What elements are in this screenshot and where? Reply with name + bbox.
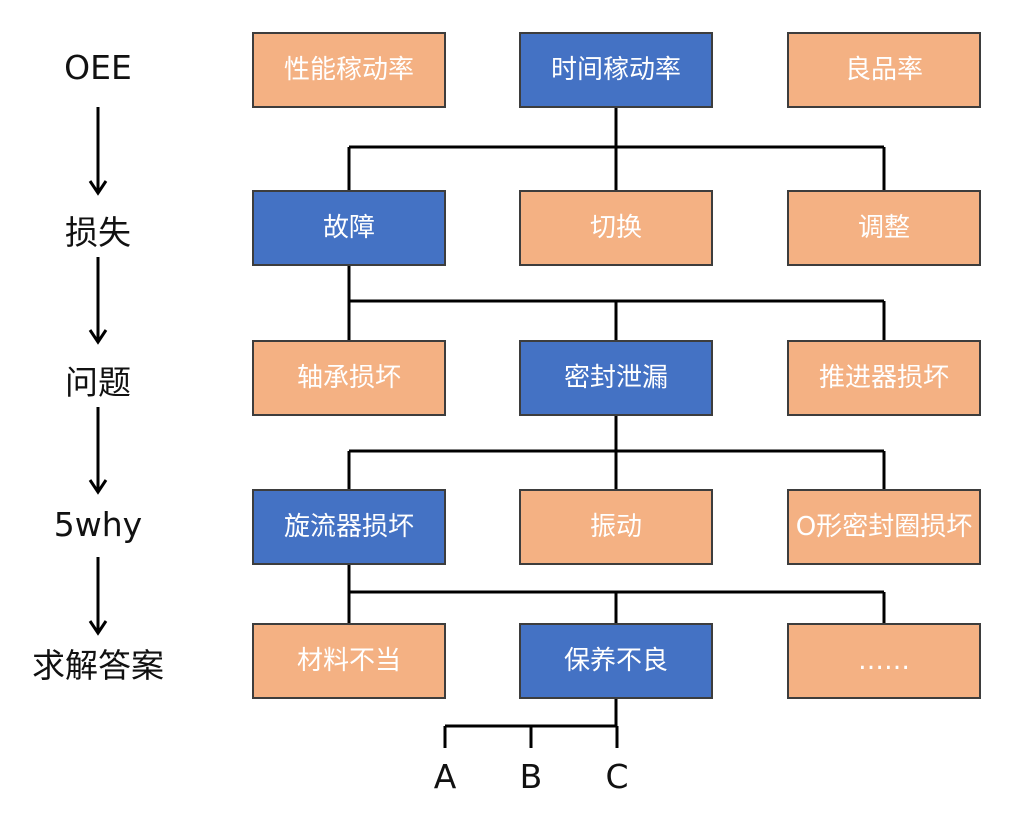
box-quality-rate: 良品率 <box>787 32 981 108</box>
level-arrow-0-head <box>88 180 108 196</box>
level-arrow-2-head <box>88 479 108 495</box>
level-label-loss: 损失 <box>65 213 131 252</box>
level-label-oee: OEE <box>64 48 132 87</box>
level-arrow-3-head <box>88 620 108 636</box>
box-bearing-damage: 轴承损坏 <box>252 340 446 416</box>
box-performance-rate: 性能稼动率 <box>252 32 446 108</box>
box-ellipsis: …… <box>787 623 981 699</box>
box-vibration: 振动 <box>519 489 713 565</box>
box-adjustment: 调整 <box>787 190 981 266</box>
box-time-utilization-rate: 时间稼动率 <box>519 32 713 108</box>
answer-leaf-c: C <box>605 757 629 796</box>
level-label-5why: 5why <box>53 505 143 544</box>
box-impeller-damage: 推进器损坏 <box>787 340 981 416</box>
answer-leaf-a: A <box>433 757 457 796</box>
level-label-solution: 求解答案 <box>32 646 164 685</box>
box-changeover: 切换 <box>519 190 713 266</box>
box-o-ring-damage: O形密封圈损坏 <box>787 489 981 565</box>
box-cyclone-damage: 旋流器损坏 <box>252 489 446 565</box>
answer-leaf-b: B <box>519 757 543 796</box>
box-seal-leakage: 密封泄漏 <box>519 340 713 416</box>
box-breakdown: 故障 <box>252 190 446 266</box>
box-poor-maintenance: 保养不良 <box>519 623 713 699</box>
box-improper-material: 材料不当 <box>252 623 446 699</box>
level-arrow-1-head <box>88 329 108 345</box>
level-label-problem: 问题 <box>65 363 131 402</box>
